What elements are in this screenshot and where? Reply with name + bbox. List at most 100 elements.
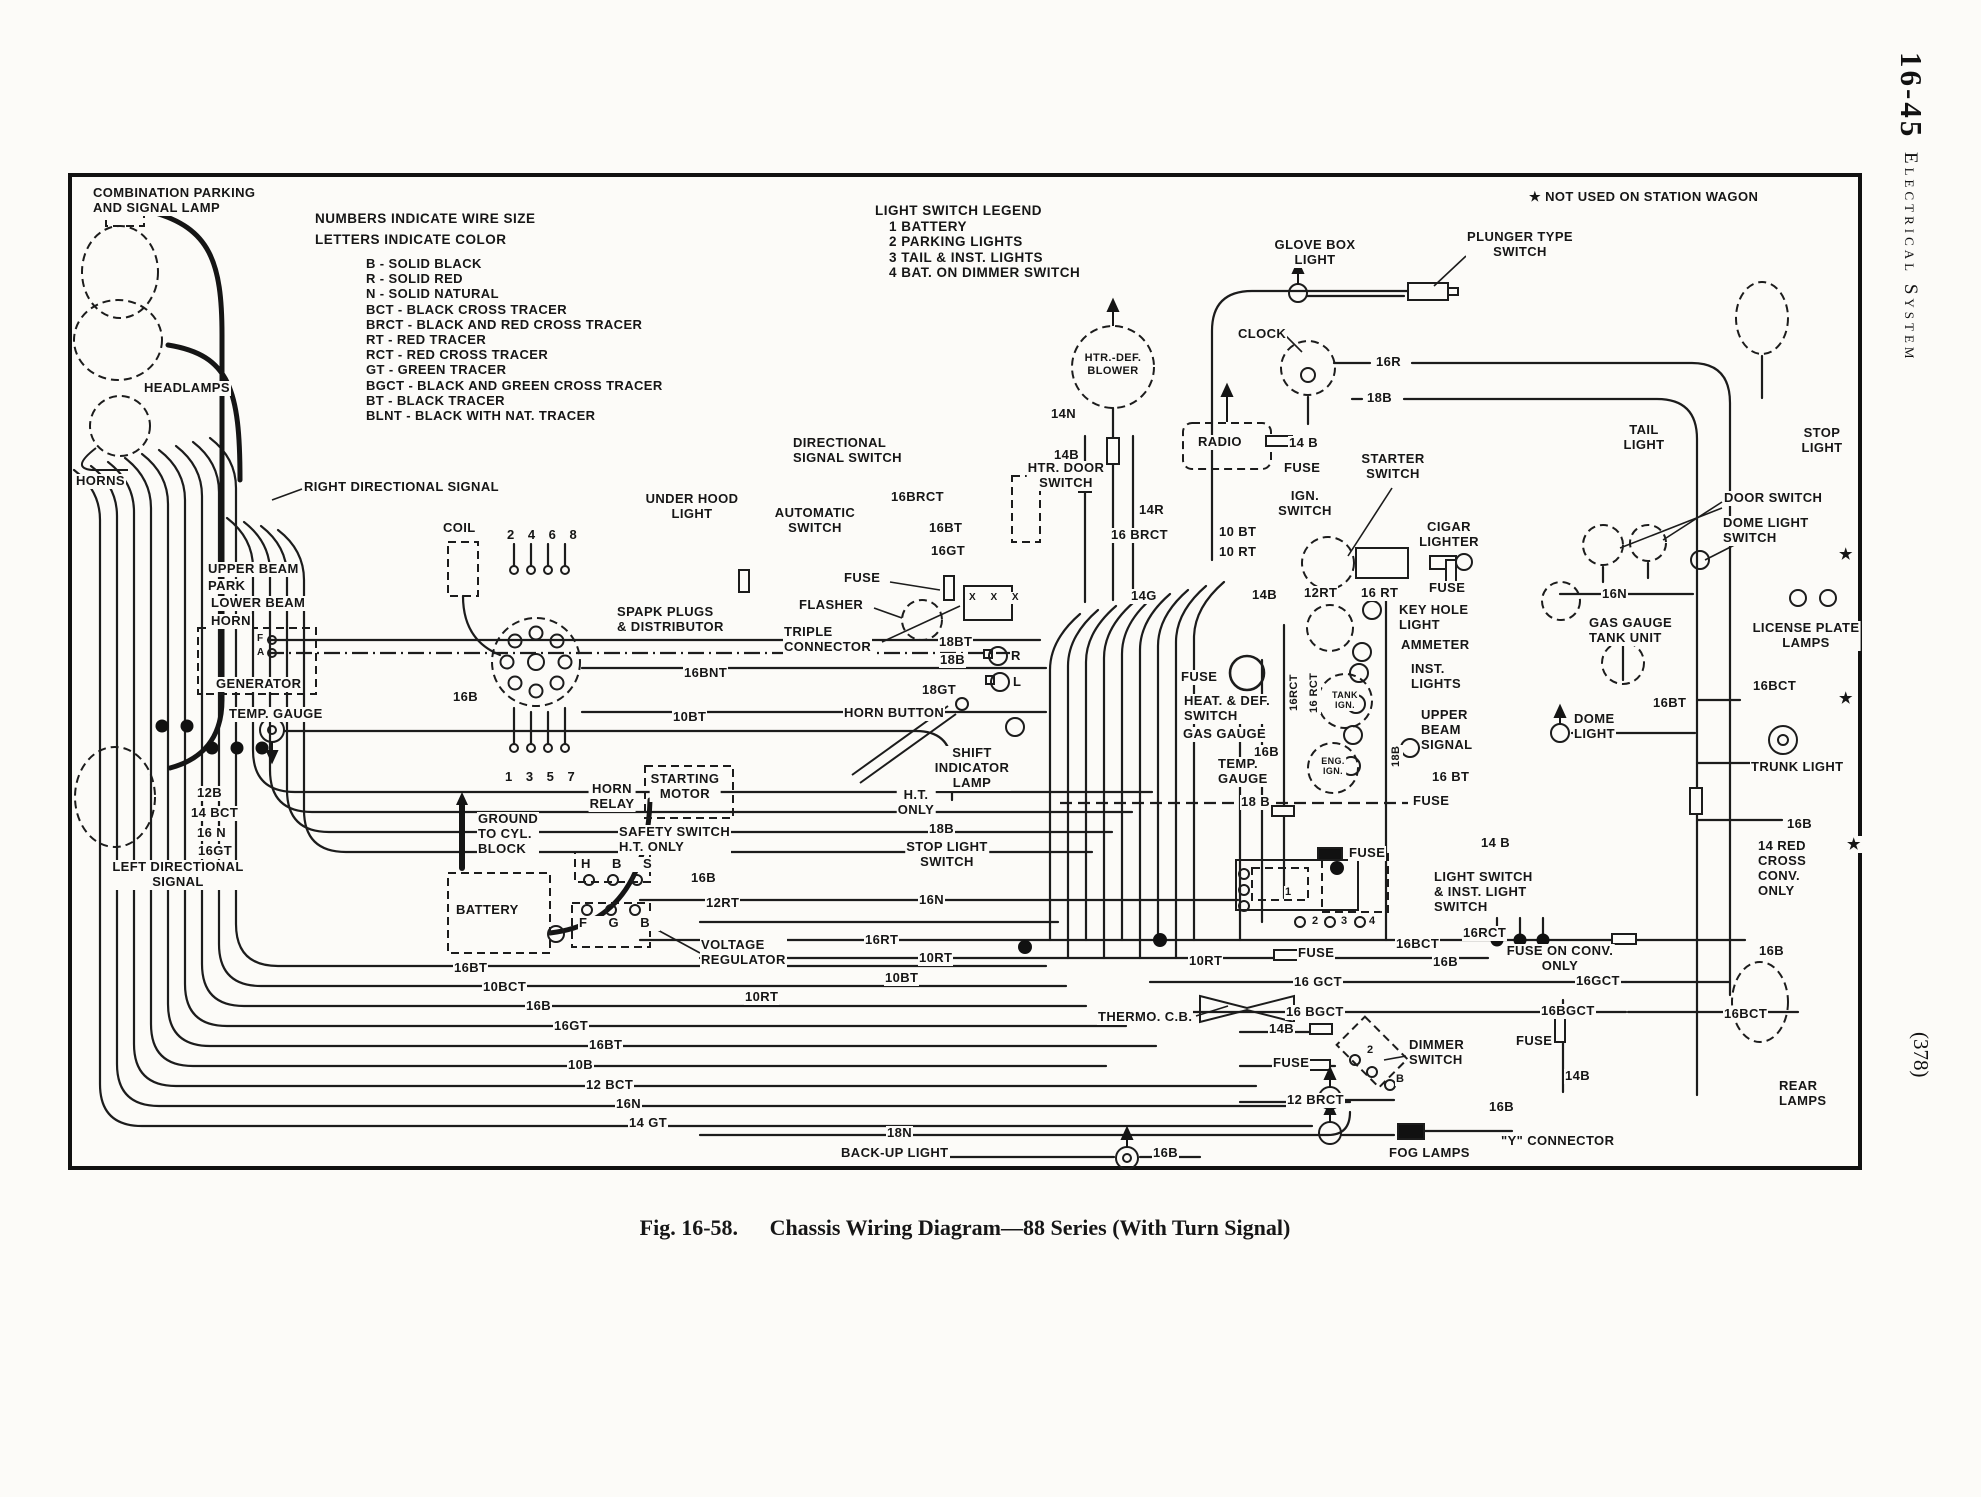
wire-label: PARK (207, 578, 247, 594)
wire-label: 10RT (918, 950, 954, 966)
color-code-item: B - SOLID BLACK (366, 256, 482, 271)
wire-label: 16B (1253, 744, 1281, 760)
wire-label: 16B (690, 870, 718, 886)
wire-label: 14 BCT (190, 805, 240, 821)
backup-light-icon (1115, 1146, 1139, 1170)
wire-label: 16BT (588, 1037, 624, 1053)
wire-label: L (1012, 674, 1023, 690)
wire-label: 18 B (1240, 794, 1272, 810)
door-switch-icon (1629, 524, 1667, 562)
wire-label: R (1010, 648, 1022, 664)
label-dimmer-switch: DIMMER SWITCH (1408, 1037, 1466, 1068)
wire-label: TANK IGN. (1331, 690, 1359, 711)
door-switch-icon (1541, 581, 1581, 621)
wire-label: 16B (1758, 943, 1786, 959)
wire-label: 18GT (921, 682, 958, 698)
wire-label: 10B (567, 1057, 595, 1073)
wire-label: 14R (1138, 502, 1166, 518)
label-battery: BATTERY (455, 902, 520, 918)
light-switch-legend-item: 1 BATTERY (889, 218, 968, 234)
label-htr-door-switch: HTR. DOOR SWITCH (1026, 460, 1106, 491)
wire-label: 18B (928, 821, 956, 837)
star-icon: ★ (1838, 690, 1854, 708)
wire-label: 10BCT (482, 979, 528, 995)
label-shift-indicator-lamp: SHIFT INDICATOR LAMP (933, 745, 1011, 791)
wire-label: A (256, 647, 266, 659)
label-ign-switch: IGN. SWITCH (1277, 488, 1333, 519)
wire-label: 2 (1311, 915, 1320, 928)
label-rear-lamps: REAR LAMPS (1778, 1078, 1828, 1109)
light-switch-legend-title: LIGHT SWITCH LEGEND (875, 203, 1042, 218)
wire-label: 16GT (197, 843, 234, 859)
label-thermo-cb: THERMO. C.B. (1097, 1009, 1194, 1025)
wire-label: 16 BRCT (1110, 527, 1169, 543)
figure-number: Fig. 16-58. (639, 1215, 739, 1240)
figure-title: Chassis Wiring Diagram—88 Series (With T… (769, 1215, 1291, 1240)
htr-def-blower-icon (1071, 325, 1155, 409)
wire-label: 16BCT (1395, 936, 1441, 952)
wire-label: 18BT (938, 634, 974, 650)
label-heat-def-switch: HEAT. & DEF. SWITCH (1183, 693, 1272, 724)
wire-label: 14 GT (628, 1115, 669, 1131)
coil-icon (447, 541, 479, 597)
label-directional-signal-switch: DIRECTIONAL SIGNAL SWITCH (792, 435, 903, 466)
wire-label: 16BCT (1752, 678, 1798, 694)
label-triple-connector: TRIPLE CONNECTOR (783, 624, 873, 655)
wire-label: 16BRCT (890, 489, 945, 505)
license-lamp-icon (1819, 589, 1837, 607)
label-dome-light: DOME LIGHT (1573, 711, 1616, 742)
label-right-directional-signal: RIGHT DIRECTIONAL SIGNAL (303, 479, 500, 495)
section-title: Electrical System (1900, 152, 1921, 363)
wire-label: 16 N (196, 825, 228, 841)
label-ammeter: AMMETER (1400, 637, 1471, 653)
wire-label: 14B (1053, 447, 1081, 463)
combination-lamp-lens-icon (81, 225, 159, 319)
label-horn-relay: HORN RELAY (588, 781, 636, 812)
wire-note-line: NUMBERS INDICATE WIRE SIZE (315, 211, 536, 226)
wire-label: 16B (452, 689, 480, 705)
wire-label: 16N (615, 1096, 643, 1112)
thermo-cb-icon (1199, 994, 1295, 1024)
star-icon: ★ (1838, 546, 1854, 564)
label-gas-gauge-tank-unit: GAS GAUGE TANK UNIT (1588, 615, 1674, 646)
license-lamp-icon (1789, 589, 1807, 607)
light-switch-icon (1235, 859, 1359, 911)
wire-label: 16B (1152, 1145, 1180, 1161)
wire-label: 16BNT (683, 665, 729, 681)
wire-label: 16B (525, 998, 553, 1014)
label-plunger-type-switch: PLUNGER TYPE SWITCH (1466, 229, 1574, 260)
wire-label: 10 BT (1218, 524, 1258, 540)
wire-label: 16B (1786, 816, 1814, 832)
wire-label: FUSE (843, 570, 882, 586)
wire-label: 1 3 5 7 (504, 769, 581, 785)
wire-label: 10BT (672, 709, 708, 725)
ground-arrow-icons (265, 259, 1567, 1147)
ground-arrow-icon (456, 792, 468, 805)
label-htr-def-blower: HTR.-DEF. BLOWER (1083, 352, 1143, 378)
star-icon: ★ (1846, 836, 1862, 854)
shift-indicator-rod-icon (955, 697, 969, 711)
wire-label: LOWER BEAM (210, 595, 307, 611)
wire-label: FUSE (1283, 460, 1322, 476)
wire-label: HORN (210, 613, 252, 629)
color-code-item: BRCT - BLACK AND RED CROSS TRACER (366, 316, 643, 332)
label-ground-to-cyl-block: GROUND TO CYL. BLOCK (477, 811, 540, 857)
door-switch-icon (1582, 524, 1624, 566)
wire-label: X X X (968, 592, 1026, 604)
eng-ign-icon (1307, 742, 1359, 794)
rear-lamp-icon (1731, 961, 1789, 1043)
label-spark-plugs-distributor: SPAPK PLUGS & DISTRIBUTOR (616, 604, 725, 635)
wire-label: B (1395, 1073, 1406, 1086)
wire-label: 14B (1268, 1021, 1296, 1037)
wire-runs (72, 289, 1800, 1159)
wire-label: 16BT (928, 520, 964, 536)
headlamp-icon (73, 299, 163, 381)
dome-light-switch-button-icon (1690, 550, 1710, 570)
wire-label: 16B (1488, 1099, 1516, 1115)
color-code-item: N - SOLID NATURAL (366, 286, 499, 302)
label-stop-light: STOP LIGHT (1800, 425, 1844, 456)
wire-label: 18B (1366, 390, 1394, 406)
wire-label: 16 BGCT (1285, 1004, 1345, 1020)
label-radio: RADIO (1197, 434, 1243, 450)
